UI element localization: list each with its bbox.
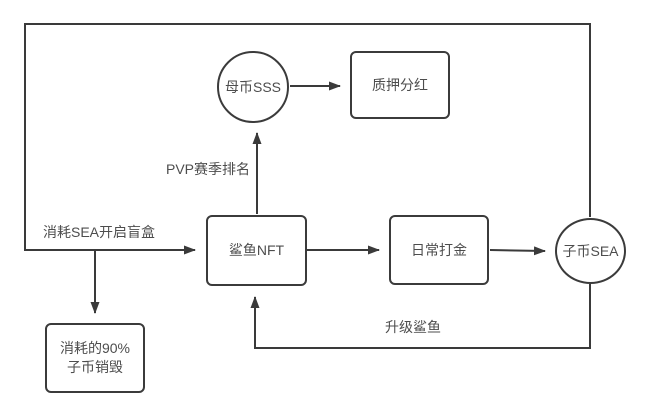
node-shark-nft: 鲨鱼NFT (206, 215, 307, 286)
node-stake-dividend: 质押分红 (350, 51, 450, 119)
edge-label-pvp-ranking: PVP赛季排名 (166, 161, 251, 178)
edge-sea-to-shark-upgrade (250, 284, 591, 349)
edge-label-open-blindbox: 消耗SEA开启盲盒 (43, 224, 156, 241)
node-burn-label-line2: 子币销毁 (67, 359, 123, 375)
node-child-coin-sea-label: 子币SEA (562, 242, 619, 259)
edge-label-upgrade-shark: 升级鲨鱼 (385, 319, 441, 336)
node-daily-gold: 日常打金 (389, 215, 489, 285)
node-daily-gold-label: 日常打金 (411, 241, 467, 258)
node-mother-coin-sss: 母币SSS (217, 51, 289, 123)
node-burn-label-line1: 消耗的90% (59, 340, 131, 357)
node-stake-dividend-label: 质押分红 (372, 76, 428, 93)
node-burn-90-percent: 消耗的90% 子币销毁 (45, 323, 145, 393)
edge-daily-to-sea (489, 246, 546, 256)
node-mother-coin-sss-label: 母币SSS (224, 78, 281, 95)
edge-sea-to-shark-blindbox (24, 23, 591, 255)
node-shark-nft-label: 鲨鱼NFT (228, 242, 285, 259)
node-child-coin-sea: 子币SEA (555, 218, 626, 284)
